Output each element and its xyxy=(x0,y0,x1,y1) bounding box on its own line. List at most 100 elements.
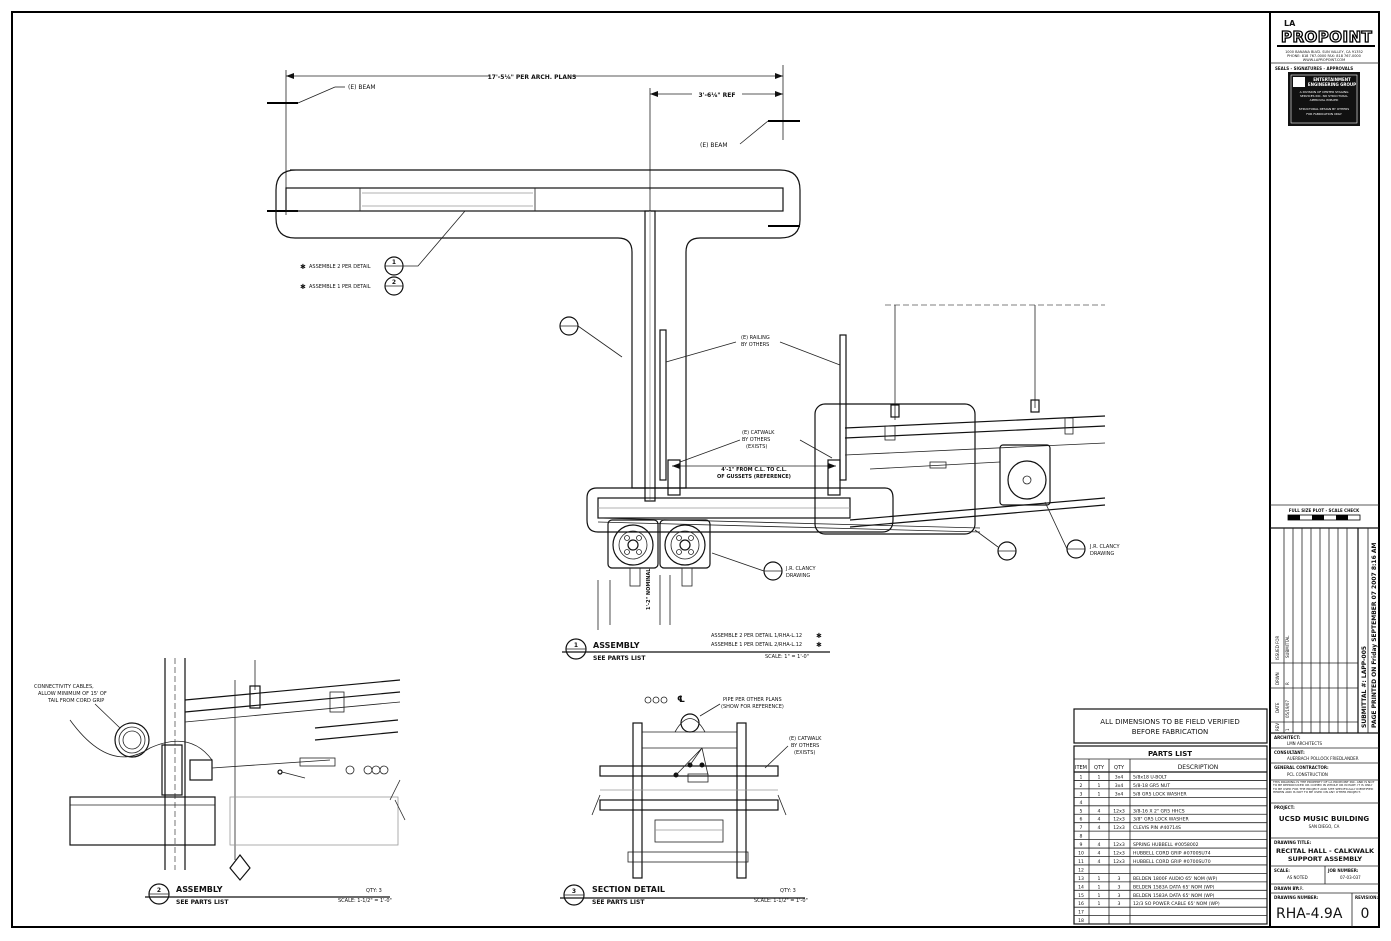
logo-wordmark: PROPOINT xyxy=(1281,28,1373,46)
section-scale: SCALE: 1-1/2" = 1'-0" xyxy=(754,898,808,904)
parts-row-cell: 1 xyxy=(1098,893,1101,899)
drawing-number: RHA-4.9A xyxy=(1276,906,1343,922)
parts-row-cell: 14 xyxy=(1078,884,1084,890)
stamp-title-line1: ENTERTAINMENT xyxy=(1313,77,1351,82)
project-label: PROJECT: xyxy=(1274,805,1295,810)
parts-row-cell: 8 xyxy=(1080,834,1083,840)
stamp-text-4: STRUCTURAL DESIGN BY OTHERS xyxy=(1299,107,1349,111)
parts-row-cell: 10 xyxy=(1078,851,1084,857)
parts-row-cell: 17 xyxy=(1078,910,1084,916)
section-qty: QTY: 3 xyxy=(780,888,796,894)
parts-row-cell: 12x3 xyxy=(1113,825,1125,831)
top-span-dimension: 17'-5⅛" PER ARCH. PLANS xyxy=(488,74,577,81)
drawn-by: R.R. xyxy=(1296,886,1304,891)
parts-header-qty-2: QTY xyxy=(1114,765,1125,771)
parts-row-cell: 3x4 xyxy=(1115,783,1124,789)
gusset-dimension-line1: 4'-1" FROM C.L. TO C.L. xyxy=(721,467,787,473)
section-title: SECTION DETAIL xyxy=(592,885,665,894)
parts-row-description: BELDEN 1583A DATA 65' NOM (WP) xyxy=(1133,893,1215,899)
parts-row-cell: 4 xyxy=(1098,859,1101,865)
gc-label: GENERAL CONTRACTOR: xyxy=(1274,765,1329,770)
full-size-plot-label: FULL SIZE PLOT - SCALE CHECK xyxy=(1289,508,1360,513)
job-number: 07-03-037 xyxy=(1340,875,1361,880)
parts-row-cell: 1 xyxy=(1098,791,1101,797)
detail-bubble-1-number: 1 xyxy=(392,259,396,266)
company-web: WWW.LAPROPOINT.COM xyxy=(1303,58,1345,62)
parts-row-cell: 3 xyxy=(1118,876,1121,882)
rev-entry-issued: SUBMITTAL xyxy=(1285,635,1290,658)
parts-row-cell: 4 xyxy=(1098,842,1101,848)
section-subtitle: SEE PARTS LIST xyxy=(592,899,645,906)
stamp-title-line2: ENGINEERING GROUP xyxy=(1308,82,1356,87)
svg-text:✱: ✱ xyxy=(300,283,306,291)
parts-row-cell: 9 xyxy=(1080,842,1083,848)
parts-header-qty-1: QTY xyxy=(1094,765,1105,771)
parts-row-cell: 1 xyxy=(1098,884,1101,890)
parts-row-cell: 12x3 xyxy=(1113,842,1125,848)
catwalk2-line2: BY OTHERS xyxy=(791,743,819,749)
parts-row-cell: 18 xyxy=(1078,918,1084,924)
architect-name: LMN ARCHITECTS xyxy=(1287,741,1322,746)
svg-text:2: 2 xyxy=(157,887,161,894)
rev-entry-date: 05/19/07 xyxy=(1285,700,1290,718)
engineering-stamp: ENTERTAINMENT ENGINEERING GROUP A DIVISI… xyxy=(1288,72,1360,126)
parts-row-cell: 1 xyxy=(1098,901,1101,907)
assembly-2-title: ASSEMBLY xyxy=(176,885,223,894)
catwalk-label-line1: (E) CATWALK xyxy=(742,430,775,436)
notes-line-2: BEFORE FABRICATION xyxy=(1132,728,1208,736)
ref-dimension: 3'-6⅛" REF xyxy=(699,92,736,99)
rev-header-issued: ISSUED FOR xyxy=(1275,635,1280,660)
parts-row-cell: 1 xyxy=(1098,783,1101,789)
drawing-number-label: DRAWING NUMBER: xyxy=(1274,895,1319,900)
page-printed: PAGE PRINTED ON Friday SEPTEMBER 07 2007… xyxy=(1371,543,1378,728)
parts-row-cell: 3 xyxy=(1080,791,1083,797)
centerline-symbol: ℄ xyxy=(677,695,685,705)
parts-row-cell: 4 xyxy=(1098,851,1101,857)
assemble-1-note: ASSEMBLE 1 PER DETAIL xyxy=(309,284,371,290)
parts-row-description: BELDEN 1583A DATA 65' NOM (WP) xyxy=(1133,884,1215,890)
section-detail: ℄ PIPE PER OTHER PLANS (SHOW FOR REFEREN… xyxy=(560,695,822,906)
parts-row-cell: 3 xyxy=(1118,884,1121,890)
job-number-label: JOB NUMBER: xyxy=(1327,868,1359,873)
gc-name: PCL CONSTRUCTION xyxy=(1287,772,1328,777)
beam-right-label: (E) BEAM xyxy=(700,142,728,149)
gusset-dimension-line2: OF GUSSETS (REFERENCE) xyxy=(717,474,791,480)
assembly-subtitle: SEE PARTS LIST xyxy=(593,655,646,662)
disclaimer-text: THIS DRAWING IS THE PROPERTY OF LA PROPO… xyxy=(1273,781,1375,795)
revision-label: REVISION: xyxy=(1355,895,1379,900)
connectivity-note-line3: TAIL FROM CORD GRIP xyxy=(47,698,104,704)
consultant-label: CONSULTANT: xyxy=(1274,750,1305,755)
svg-text:✱: ✱ xyxy=(816,641,822,649)
parts-row-description: 12/3 SO POWER CABLE 65' NOM (WP) xyxy=(1133,901,1220,907)
drawn-by-label: DRAWN BY: xyxy=(1274,886,1300,891)
railing-label-line1: (E) RAILING xyxy=(741,335,770,341)
notes-box: ALL DIMENSIONS TO BE FIELD VERIFIED BEFO… xyxy=(1073,708,1268,744)
parts-row-description: BELDEN 1800F AUDIO 65' NOM (WP) xyxy=(1133,876,1217,882)
beam-left-label: (E) BEAM xyxy=(348,84,376,91)
main-assembly-detail: 17'-5⅛" PER ARCH. PLANS 3'-6⅛" REF (E) B… xyxy=(267,65,1120,662)
assembly-note-1: ASSEMBLE 2 PER DETAIL 1/RHA-L.12 xyxy=(711,633,802,639)
submittal-number: SUBMITTAL #: LAPP-005 xyxy=(1361,646,1368,728)
parts-row-cell: 3x4 xyxy=(1115,774,1124,780)
parts-row-cell: 1 xyxy=(1080,774,1083,780)
project-location: SAN DIEGO, CA xyxy=(1309,824,1340,829)
detail-bubble-2-number: 2 xyxy=(392,279,396,286)
clancy-label-1-line1: J.R. CLANCY xyxy=(785,566,816,572)
parts-row-cell: 1 xyxy=(1098,774,1101,780)
catwalk2-line1: (E) CATWALK xyxy=(789,736,822,742)
parts-row-cell: 15 xyxy=(1078,893,1084,899)
parts-row-description: HUBBELL CORD GRIP #0700SU70 xyxy=(1133,859,1211,865)
parts-row-cell: 5 xyxy=(1080,808,1083,814)
catwalk-label-line2: BY OTHERS xyxy=(742,437,770,443)
assembly-note-2: ASSEMBLE 1 PER DETAIL 2/RHA-L.12 xyxy=(711,642,802,648)
assembly-title: ASSEMBLY xyxy=(593,641,640,650)
parts-header-description: DESCRIPTION xyxy=(1178,764,1219,771)
parts-row-cell: 16 xyxy=(1078,901,1084,907)
parts-row-cell: 12 xyxy=(1078,867,1084,873)
parts-row-description: CLEVIS PIN #40714S xyxy=(1133,825,1181,831)
stamp-text-3: APPROVAL IMPLIED xyxy=(1310,98,1339,102)
parts-row-cell: 4 xyxy=(1098,808,1101,814)
